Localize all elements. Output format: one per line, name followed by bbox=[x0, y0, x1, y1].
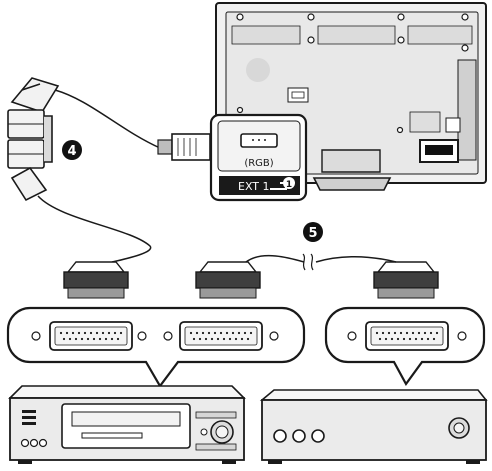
scart-plug-vcr-2 bbox=[195, 261, 261, 299]
cable-adapter-to-vcr bbox=[37, 195, 152, 263]
vcr-icon bbox=[8, 385, 246, 464]
ext-label: EXT 1 bbox=[238, 180, 270, 193]
ext-number-badge: 1 bbox=[286, 180, 292, 190]
cable-vcr-to-receiver bbox=[245, 254, 397, 263]
svg-text:5: 5 bbox=[308, 226, 317, 241]
cable-adapter-to-tv bbox=[54, 89, 161, 149]
step-5-badge: 5 bbox=[303, 222, 323, 242]
port-panel: (RGB) EXT 1 1 bbox=[209, 113, 308, 202]
scart-plug-receiver bbox=[373, 261, 439, 299]
scart-plug-icon bbox=[157, 133, 211, 161]
vcr-socket-callout bbox=[6, 306, 306, 388]
rgb-label: (RGB) bbox=[244, 158, 273, 169]
step-4-badge: 4 bbox=[62, 140, 82, 160]
scart-adapter-icon bbox=[7, 77, 60, 202]
scart-plug-vcr-1 bbox=[63, 261, 129, 299]
receiver-socket-callout bbox=[324, 306, 486, 387]
av-receiver-icon bbox=[259, 389, 488, 464]
svg-text:4: 4 bbox=[67, 144, 76, 159]
